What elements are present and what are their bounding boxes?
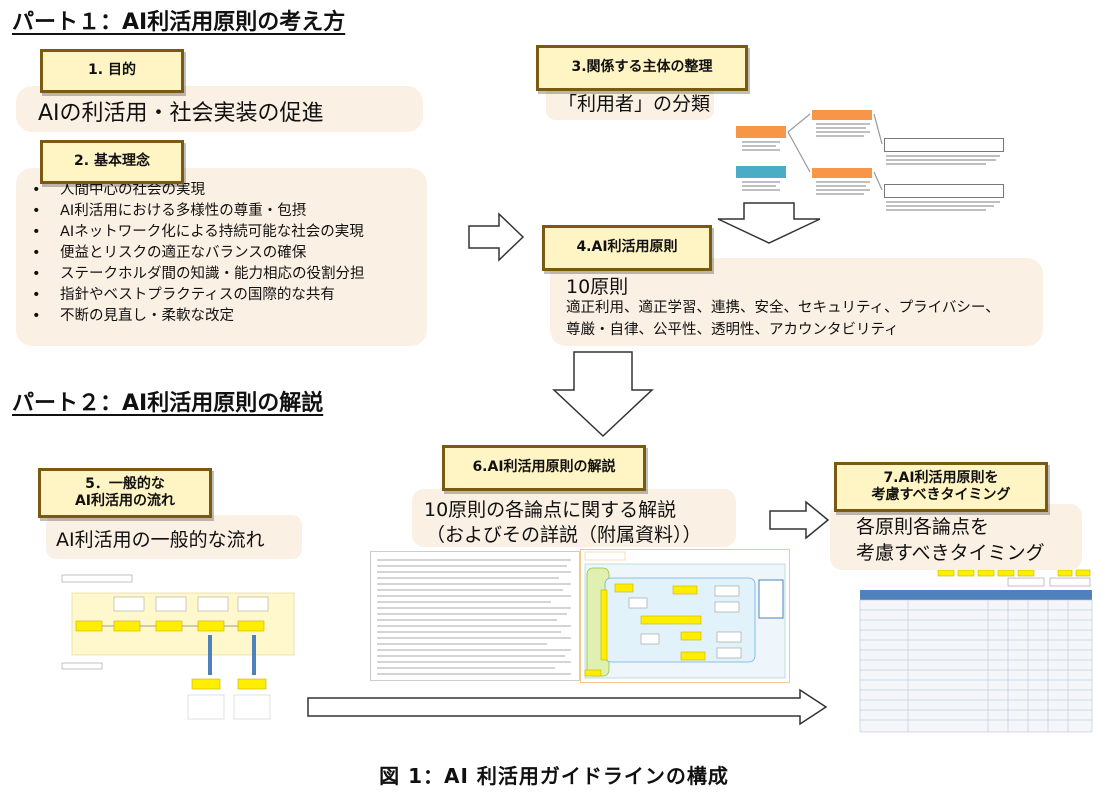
box1-text: AIの利活用・社会実装の促進 xyxy=(38,101,324,126)
box5-label-line2: AI利活用の流れ xyxy=(74,493,176,509)
box6-label: 6.AI利活用原則の解説 xyxy=(442,445,646,491)
box5-label-line1: 5．一般的な xyxy=(85,475,165,492)
box3-text: 「利用者」の分類 xyxy=(558,93,711,115)
box5-text: AI利活用の一般的な流れ xyxy=(56,529,265,551)
user-classification-diagram xyxy=(736,108,1006,218)
document-lines xyxy=(377,559,571,675)
ai-flow-graphic xyxy=(61,574,295,720)
box7-label-line2: 考慮すべきタイミング xyxy=(871,487,1011,503)
diagram-block xyxy=(812,110,872,120)
box4-label: 4.AI利活用原則 xyxy=(542,225,712,271)
diagram-lines xyxy=(742,113,1000,211)
box5-label: 5．一般的な AI利活用の流れ xyxy=(38,468,212,518)
long-arrow-right-icon xyxy=(307,688,828,726)
box3-label: 3.関係する主体の整理 xyxy=(536,45,748,91)
principles-list: 人間中心の社会の実現 AI利活用における多様性の尊重・包摂 AIネットワーク化に… xyxy=(16,180,365,327)
part2-title: パート２：AI利活用原則の解説 xyxy=(12,391,324,416)
principle-item: ステークホルダ間の知識・能力相応の役割分担 xyxy=(16,264,365,285)
principle-item: AI利活用における多様性の尊重・包摂 xyxy=(16,201,365,222)
box5-panel: AI利活用の一般的な流れ xyxy=(46,515,302,559)
arrow-right-icon xyxy=(769,500,830,540)
diagram-block xyxy=(812,168,872,178)
explanation-document-thumbnail xyxy=(370,551,580,681)
diagram-block xyxy=(736,126,786,138)
box6-line2: （およびその詳説（附属資料）） xyxy=(426,524,702,546)
box7-line1: 各原則各論点を xyxy=(856,516,990,538)
diagram-block xyxy=(884,138,1004,152)
diagram-block xyxy=(736,166,786,178)
box7-label-line1: 7.AI利活用原則を xyxy=(883,469,999,486)
diagram-block xyxy=(884,184,1004,198)
system-flow-thumbnail xyxy=(580,549,790,683)
box6-line1: 10原則の各論点に関する解説 xyxy=(424,499,677,521)
arrow-down-icon xyxy=(552,351,654,438)
ai-flow-diagram xyxy=(61,574,295,721)
box2-label: 2. 基本理念 xyxy=(40,140,184,184)
box7-panel: 各原則各論点を 考慮すべきタイミング xyxy=(830,504,1082,570)
box7-line2: 考慮すべきタイミング xyxy=(856,542,1045,564)
timing-table-graphic xyxy=(859,569,1093,733)
box4-line1: 適正利用、適正学習、連携、安全、セキュリティ、プライバシー、 xyxy=(566,300,1000,316)
box4-line2: 尊厳・自律、公平性、透明性、アカウンタビリティ xyxy=(566,322,899,338)
principle-item: 不断の見直し・柔軟な改定 xyxy=(16,306,365,327)
box4-panel: 10原則 適正利用、適正学習、連携、安全、セキュリティ、プライバシー、 尊厳・自… xyxy=(550,258,1043,346)
part1-title: パート１：AI利活用原則の考え方 xyxy=(12,10,346,35)
box6-panel: 10原則の各論点に関する解説 （およびその詳説（附属資料）） xyxy=(412,489,736,547)
arrow-right-icon xyxy=(468,212,525,262)
box7-label: 7.AI利活用原則を 考慮すべきタイミング xyxy=(834,462,1048,512)
box1-label: 1. 目的 xyxy=(40,49,184,93)
principle-item: 人間中心の社会の実現 xyxy=(16,180,365,201)
arrow-down-icon xyxy=(717,202,821,244)
system-flow-graphic xyxy=(584,551,786,679)
timing-table-thumbnail xyxy=(858,568,1094,734)
box4-heading: 10原則 xyxy=(566,276,629,298)
principle-item: 指針やベストプラクティスの国際的な共有 xyxy=(16,285,365,306)
figure-caption: 図 1：AI 利活用ガイドラインの構成 xyxy=(379,764,729,788)
principle-item: 便益とリスクの適正なバランスの確保 xyxy=(16,243,365,264)
box2-panel: 人間中心の社会の実現 AI利活用における多様性の尊重・包摂 AIネットワーク化に… xyxy=(16,168,427,346)
box1-panel: AIの利活用・社会実装の促進 xyxy=(16,86,423,132)
principle-item: AIネットワーク化による持続可能な社会の実現 xyxy=(16,222,365,243)
